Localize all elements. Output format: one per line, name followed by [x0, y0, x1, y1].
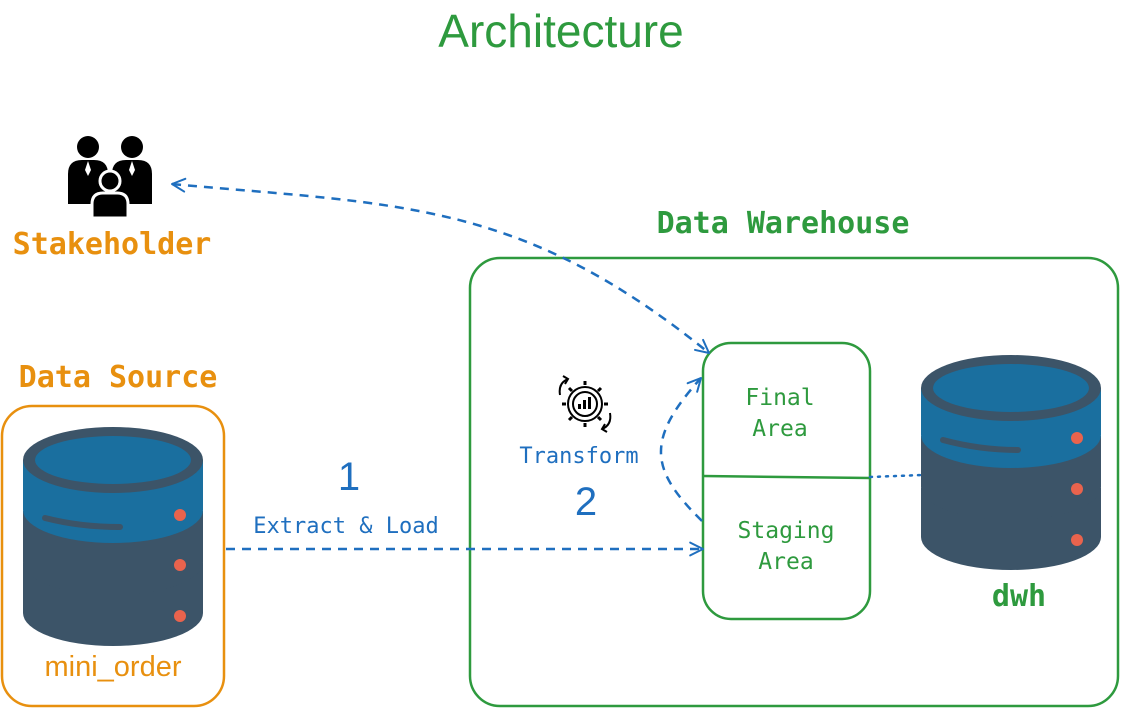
dwh-connector [868, 473, 924, 479]
final-area-label-line1: Final [745, 385, 814, 411]
dwh-db-name: dwh [992, 579, 1046, 614]
data-warehouse-heading: Data Warehouse [657, 206, 910, 241]
transform-label: Transform [519, 444, 638, 469]
staging-area-label-line1: Staging [738, 518, 835, 544]
data-source-heading: Data Source [19, 360, 218, 395]
gear-chart-cycle-icon [558, 375, 612, 433]
areas-divider [702, 474, 871, 480]
extract-load-label: Extract & Load [253, 514, 438, 539]
data-source-box [0, 404, 226, 708]
areas-box [701, 341, 872, 621]
extract-step-number: 1 [338, 455, 360, 499]
transform-step-number: 2 [575, 480, 597, 524]
final-area-label-line2: Area [752, 416, 807, 442]
database-icon [921, 355, 1101, 570]
data-source-db-name: mini_order [45, 651, 182, 683]
data-warehouse-box [468, 256, 1120, 708]
staging-area-label-line2: Area [758, 549, 813, 575]
stakeholder-arrow [171, 177, 710, 354]
diagram-title: Architecture [438, 5, 683, 57]
people-group-icon [68, 136, 152, 220]
database-icon [23, 427, 203, 646]
transform-arrow [659, 377, 703, 522]
stakeholder-label: Stakeholder [13, 227, 212, 262]
